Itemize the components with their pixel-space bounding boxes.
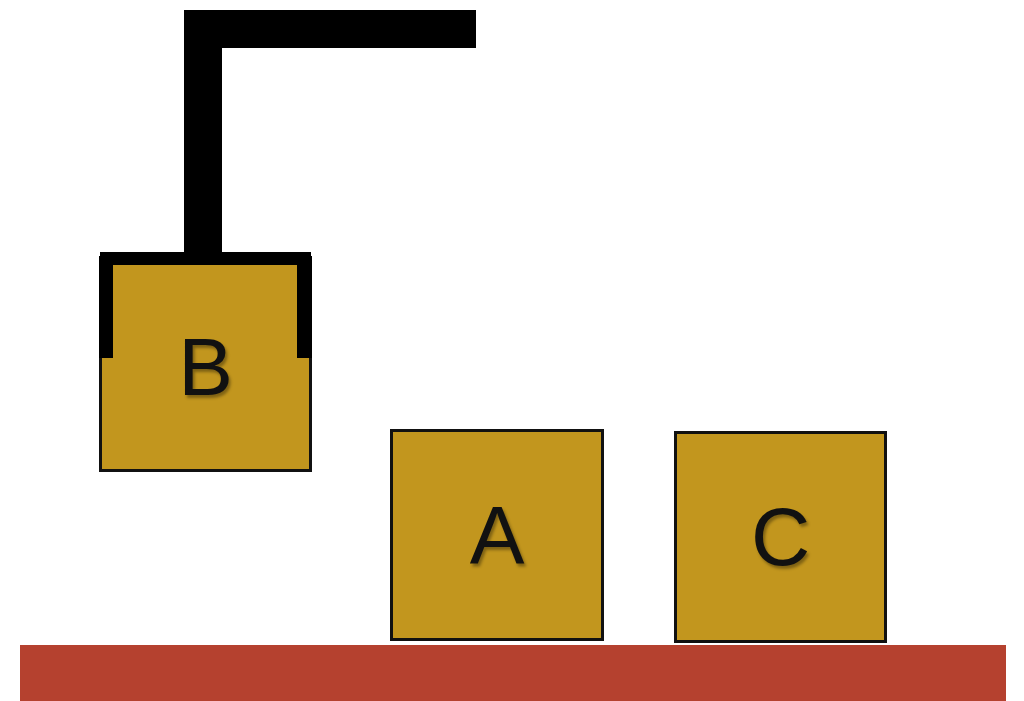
gripper-arm-vertical xyxy=(184,10,222,258)
block-letter: B xyxy=(178,326,233,408)
gripper-finger-right xyxy=(297,256,312,358)
block: B xyxy=(99,261,312,472)
block-letter: C xyxy=(751,496,810,578)
gripper-palm xyxy=(100,252,311,265)
block: A xyxy=(390,429,604,641)
block: C xyxy=(674,431,887,643)
block-letter: A xyxy=(470,494,525,576)
gripper-arm-horizontal xyxy=(184,10,476,48)
gripper-finger-left xyxy=(99,256,113,358)
table-top xyxy=(20,645,1006,701)
